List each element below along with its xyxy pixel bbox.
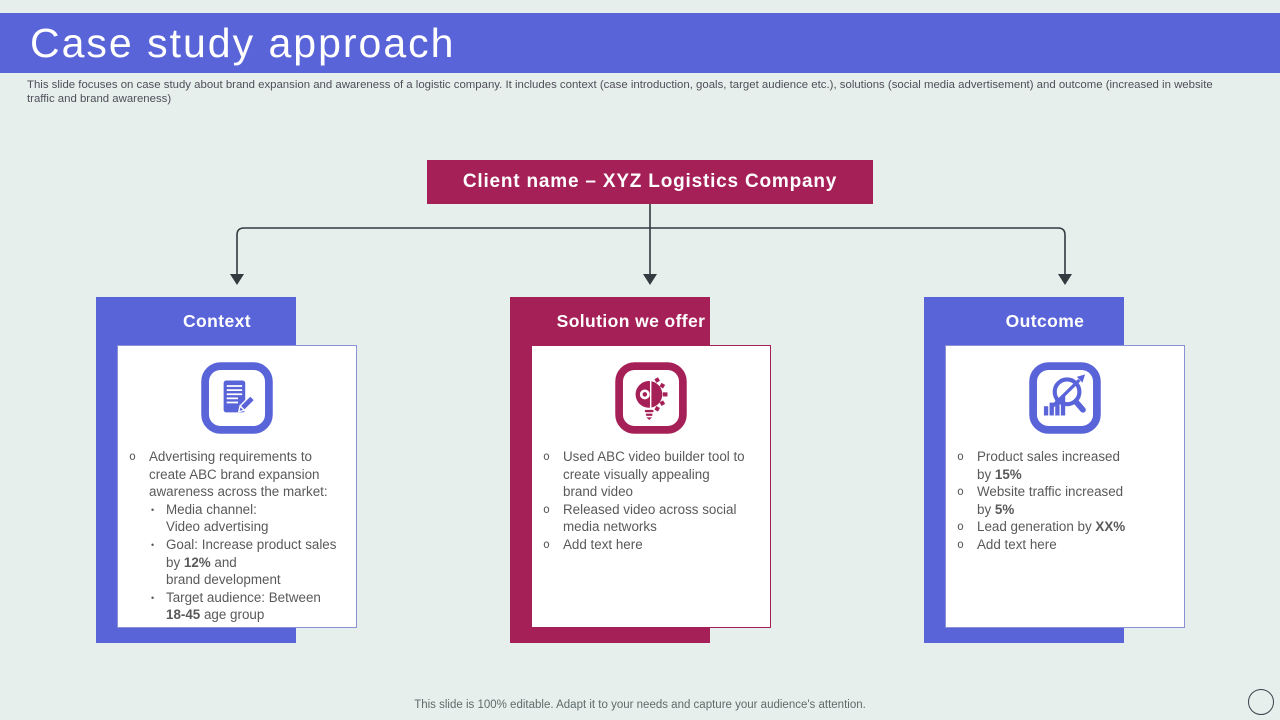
bullet-marker-circle: o (957, 449, 964, 463)
bullet-text: Website traffic increased by 5% (977, 484, 1124, 517)
solution-card: o Used ABC video builder tool to create v… (531, 345, 771, 628)
context-card: o Advertising requirements to create ABC … (117, 345, 357, 628)
context-bullet-list: o Advertising requirements to create ABC … (118, 448, 356, 624)
bullet-item: o Add text here (956, 536, 1172, 554)
bullet-marker-dot: • (151, 504, 155, 515)
bullet-marker-circle: o (129, 449, 136, 463)
arrowhead-right-icon (1058, 274, 1072, 285)
bullet-item: • Target audience: Between 18-45 age grou… (128, 589, 344, 624)
growth-analysis-icon (1029, 362, 1101, 434)
slide-description: This slide focuses on case study about b… (27, 79, 1213, 105)
bullet-item: o Website traffic increased by 5% (956, 483, 1172, 518)
column-header-outcome: Outcome (1005, 310, 1085, 331)
bullet-text: Target audience: Between 18-45 age group (166, 589, 321, 623)
bullet-text: Add text here (563, 536, 643, 552)
bullet-text: Lead generation by XX% (977, 519, 1126, 535)
bullet-marker-circle: o (957, 536, 964, 551)
column-header-context: Context (183, 310, 251, 331)
client-name-label: Client name – XYZ Logistics Company (462, 171, 838, 192)
bullet-item: o Lead generation by XX% (956, 518, 1172, 536)
bullet-marker-circle: o (957, 484, 964, 499)
bullet-item: • Media channel: Video advertising (128, 501, 344, 536)
bullet-text: Used ABC video builder tool to create vi… (563, 449, 745, 500)
bullet-marker-circle: o (543, 449, 550, 463)
bullet-marker-circle: o (957, 519, 964, 534)
title-bar: Case study approach (0, 13, 1280, 73)
bullet-text: Media channel: Video advertising (166, 501, 269, 535)
bullet-marker-dot: • (151, 592, 155, 603)
column-solution: Solution we offer (510, 297, 771, 643)
bullet-marker-circle: o (543, 501, 550, 516)
bullet-text: Product sales increased by 15% (977, 449, 1120, 482)
bullet-text: Advertising requirements to create ABC b… (149, 449, 328, 500)
bullet-item: o Product sales increased by 15% (956, 448, 1172, 483)
decorative-circle-icon (1248, 689, 1274, 715)
bullet-marker-circle: o (543, 536, 550, 551)
bullet-text: Released video across social media netwo… (563, 501, 737, 535)
arrowhead-left-icon (230, 274, 244, 285)
bullet-text: Add text here (977, 536, 1057, 552)
idea-gear-icon (615, 362, 687, 434)
arrowhead-center-icon (643, 274, 657, 285)
client-name-banner: Client name – XYZ Logistics Company (427, 160, 873, 204)
bullet-item: o Released video across social media netw… (542, 501, 758, 536)
column-header-solution: Solution we offer (556, 310, 706, 331)
bullet-item: o Add text here (542, 536, 758, 554)
notepad-pencil-icon (201, 362, 273, 434)
bullet-item: o Advertising requirements to create ABC … (128, 448, 344, 501)
bullet-marker-dot: • (151, 539, 155, 550)
page-title: Case study approach (30, 19, 456, 66)
footer-note: This slide is 100% editable. Adapt it to… (414, 699, 866, 711)
bullet-text: Goal: Increase product sales by 12% and … (166, 536, 337, 588)
bullet-item: • Goal: Increase product sales by 12% and… (128, 536, 344, 589)
bullet-item: o Used ABC video builder tool to create v… (542, 448, 758, 501)
solution-bullet-list: o Used ABC video builder tool to create v… (532, 448, 770, 554)
